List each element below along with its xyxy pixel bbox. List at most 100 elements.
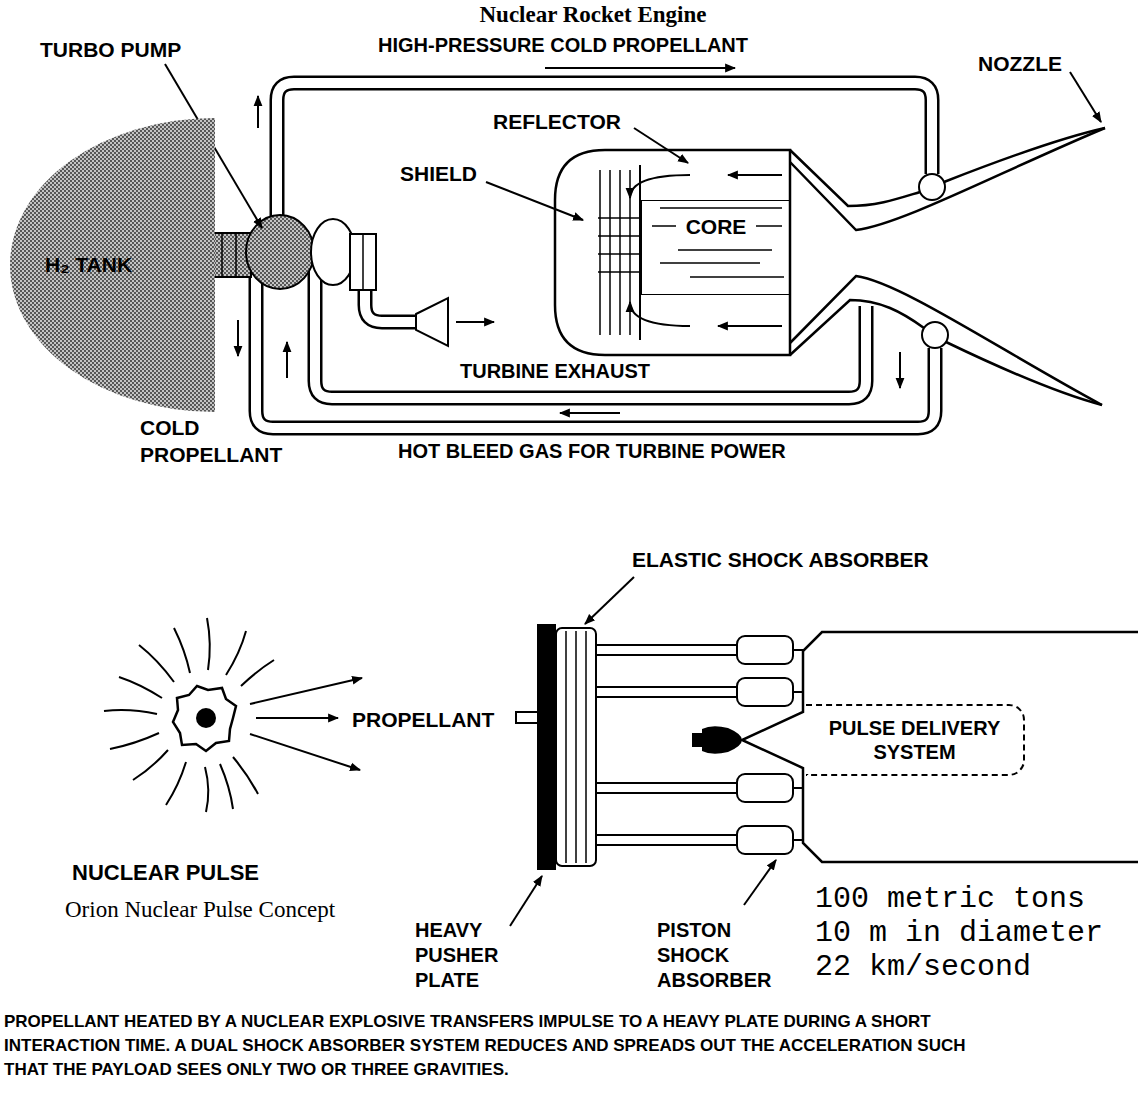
nozzle-jacket [790, 150, 920, 206]
pulse-delivery-box: PULSE DELIVERY SYSTEM [806, 704, 1025, 776]
flow-line [690, 276, 784, 278]
absorber-layers [566, 631, 586, 863]
flow-line [678, 249, 772, 251]
nozzle-jacket [790, 300, 924, 355]
nozzle [790, 128, 1105, 405]
shield-line [599, 170, 601, 335]
burst-rays [104, 618, 362, 812]
burst-ray [233, 757, 258, 794]
nozzle-wall [790, 276, 1102, 405]
exhaust-cone [416, 298, 448, 346]
pump-neck-ring [235, 233, 237, 277]
burst-ray [220, 764, 233, 809]
flow-arrows [238, 68, 900, 413]
flow-line [652, 225, 676, 227]
core-flow-lines [652, 208, 784, 277]
reflector-flow-arrows [630, 175, 782, 326]
flow-arrow [237, 320, 239, 356]
nozzle-jacket [944, 128, 1105, 182]
piston-rod [596, 844, 737, 846]
piston-rod [596, 834, 737, 836]
leader-line [510, 876, 542, 926]
piston-cylinder [737, 826, 793, 854]
coolant-manifold [919, 174, 945, 200]
pump-neck-ring [221, 233, 223, 277]
leader-line [486, 182, 583, 220]
flow-arrow [718, 325, 782, 327]
flow-line [756, 225, 782, 227]
flow-arrow [456, 321, 494, 323]
flow-arrow [728, 174, 782, 176]
flow-arrow [545, 67, 735, 69]
part-label: SHIELD [400, 162, 477, 186]
propellant-arrow [250, 678, 362, 704]
node-text: PULSE DELIVERY SYSTEM [823, 716, 1006, 764]
pipe-bores [256, 83, 935, 428]
piston-cylinder [737, 774, 793, 802]
burst-ray [139, 645, 174, 682]
shield-line [609, 170, 611, 335]
shield-line [598, 271, 640, 273]
leader-line [744, 860, 776, 905]
burst-ray [226, 631, 246, 675]
burst-ray [133, 750, 168, 780]
piston-rod [596, 696, 737, 698]
propellant-arrow [250, 734, 360, 770]
reactor-vessel [555, 150, 790, 355]
leader-lines [165, 64, 1101, 228]
flow-label: PROPELLANT [352, 708, 494, 732]
orion-vehicle [516, 624, 1138, 870]
part-label: TURBO PUMP [40, 38, 181, 62]
burst-ray [241, 660, 274, 686]
shield-line [619, 170, 621, 335]
pump-stage [246, 215, 314, 289]
burst-ray [174, 628, 190, 673]
piston-rod [596, 686, 737, 688]
flow-arrow [630, 302, 690, 326]
absorber-layer [565, 631, 567, 863]
shield-line [598, 253, 640, 255]
vehicle-body [742, 632, 1138, 862]
burst-ray [207, 618, 210, 670]
flow-arrow [560, 412, 620, 414]
shield-line [598, 235, 640, 237]
reactor-core: CORE [640, 200, 790, 295]
piston-cylinders [737, 636, 805, 854]
burst-ray [205, 767, 208, 812]
leader-lines [510, 577, 776, 926]
absorber-layer [575, 631, 577, 863]
node-text: CORE [686, 215, 747, 239]
figure-subtitle: Orion Nuclear Pulse Concept [65, 897, 335, 923]
burst-ray [119, 677, 162, 698]
piston-rod [596, 782, 737, 784]
part-label: REFLECTOR [493, 110, 621, 134]
part-label: NOZZLE [978, 52, 1062, 76]
flow-arrow [630, 175, 690, 198]
flow-arrow [899, 352, 901, 388]
flow-label: COLD PROPELLANT [140, 414, 290, 468]
tank-dome [10, 118, 215, 412]
burst-ray [104, 710, 157, 714]
spec-value: 10 m in diameter [815, 916, 1103, 951]
turbine-stage [311, 219, 355, 285]
coolant-manifold [922, 322, 948, 348]
diagram-title: Nuclear Rocket Engine [393, 2, 793, 28]
pusher-plate [537, 624, 556, 870]
piston-cylinder [737, 636, 793, 664]
nozzle-jacket [946, 342, 1102, 405]
figure-label: NUCLEAR PULSE [72, 860, 259, 885]
absorber-layer [585, 631, 587, 863]
propellant-tank: H₂ TANK [0, 118, 215, 412]
shield-line [598, 217, 640, 219]
flow-label: HOT BLEED GAS FOR TURBINE POWER [398, 440, 786, 463]
pulse-unit [692, 726, 742, 754]
spec-value: 22 km/second [815, 950, 1031, 985]
flow-line [660, 207, 782, 209]
burst-ray [110, 733, 159, 749]
turbine-housing-line [362, 234, 364, 290]
flow-arrow [257, 96, 259, 128]
turbine-housing [350, 234, 376, 290]
part-label: PISTON SHOCK ABSORBER [657, 918, 775, 993]
burst-ray [166, 762, 186, 805]
